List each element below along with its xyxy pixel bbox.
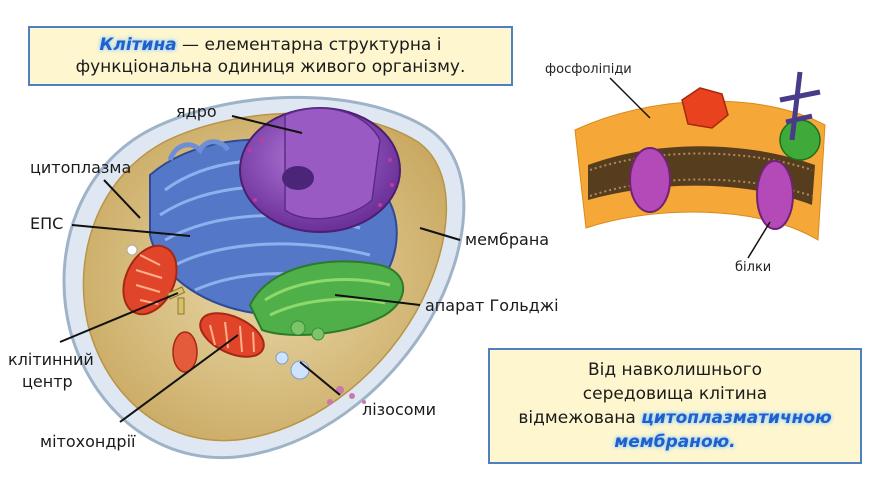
label-nucleus: ядро xyxy=(176,102,217,121)
definition-line-1: Клітина — елементарна структурна і xyxy=(30,34,511,56)
note-line-3-prefix: відмежована xyxy=(518,408,641,428)
note-box: Від навколишнього середовища клітина від… xyxy=(488,348,862,464)
definition-rest: — елементарна структурна і xyxy=(177,35,442,55)
definition-line-2: функціональна одиниця живого організму. xyxy=(30,56,511,78)
label-cytoplasm: цитоплазма xyxy=(30,158,131,177)
definition-term: Клітина xyxy=(100,35,177,55)
label-er: ЕПС xyxy=(30,214,63,233)
note-line-2: середовища клітина xyxy=(490,382,860,406)
label-phospholipids: фосфоліпіди xyxy=(545,62,632,77)
label-centrosome-1: клітинний xyxy=(8,350,94,369)
label-lysosomes: лізосоми xyxy=(362,400,436,419)
membrane-diagram xyxy=(575,72,825,258)
definition-box: Клітина — елементарна структурна і функц… xyxy=(28,26,513,86)
nucleus-shape xyxy=(240,108,400,232)
note-line-3: відмежована цитоплазматичною xyxy=(490,406,860,430)
label-proteins: білки xyxy=(735,260,771,275)
label-centrosome-2: центр xyxy=(22,372,73,391)
label-membrane: мембрана xyxy=(465,230,549,249)
note-line-1: Від навколишнього xyxy=(490,358,860,382)
note-line-4: мембраною. xyxy=(490,430,860,454)
label-mitochondria: мітохондрії xyxy=(40,432,135,451)
note-highlight-1: цитоплазматичною xyxy=(641,408,831,428)
label-golgi: апарат Гольджі xyxy=(425,296,559,315)
note-highlight-2: мембраною. xyxy=(614,432,735,452)
